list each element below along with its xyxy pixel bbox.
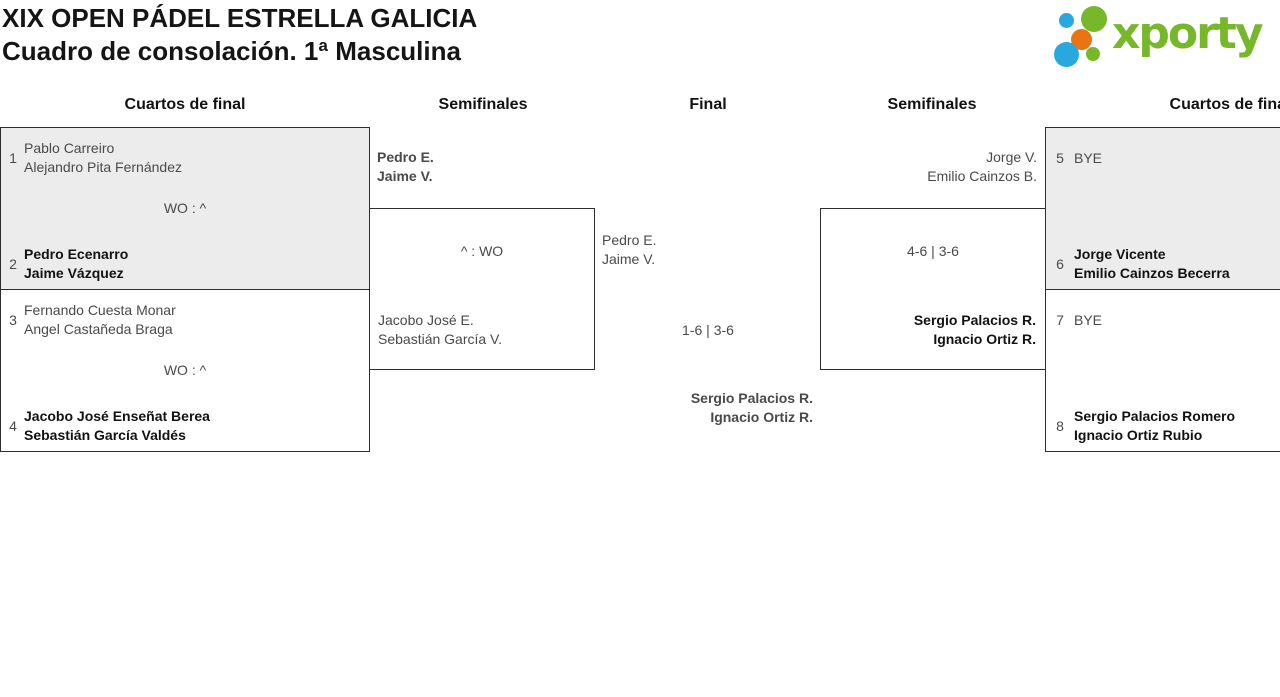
sf-left-team-top: Pedro E. Jaime V. bbox=[377, 148, 434, 186]
qf3-team-bottom: Jorge Vicente Emilio Cainzos Becerra bbox=[1074, 245, 1230, 283]
match-box-sf-left: ^ : WO Jacobo José E. Sebastián García V… bbox=[369, 208, 595, 370]
qf4-team-bottom: Sergio Palacios Romero Ignacio Ortiz Rub… bbox=[1074, 407, 1235, 445]
match-box-sf-right: 4-6 | 3-6 Sergio Palacios R. Ignacio Ort… bbox=[820, 208, 1046, 370]
qf4-team-top: BYE bbox=[1074, 301, 1102, 339]
qf4-team-bottom-player1: Sergio Palacios Romero bbox=[1074, 408, 1236, 424]
round-header-semifinals-left: Semifinales bbox=[438, 96, 528, 113]
match-box-qf3: 5 BYE 6 Jorge Vicente Emilio Cainzos Bec… bbox=[1045, 127, 1280, 290]
match-box-qf1: 1 Pablo Carreiro Alejandro Pita Fernánde… bbox=[0, 127, 370, 290]
qf3-team-bottom-player2: Emilio Cainzos Becerra bbox=[1074, 265, 1230, 281]
sf-left-team-bottom: Jacobo José E. Sebastián García V. bbox=[378, 311, 502, 349]
logo-dot-orange-icon bbox=[1071, 29, 1092, 50]
qf2-team-bottom-player1: Jacobo José Enseñat Berea bbox=[24, 408, 210, 424]
qf2-team-top-player2: Angel Castañeda Braga bbox=[24, 321, 173, 337]
page-title: XIX OPEN PÁDEL ESTRELLA GALICIA Cuadro d… bbox=[2, 2, 477, 68]
sf-left-team-top-player1: Pedro E. bbox=[377, 149, 434, 165]
round-header-semifinals-right: Semifinales bbox=[887, 96, 977, 113]
logo-dot-blue-small-icon bbox=[1059, 13, 1074, 28]
xporty-logo[interactable]: xporty bbox=[1048, 0, 1280, 80]
match-box-qf2: 3 Fernando Cuesta Monar Angel Castañeda … bbox=[0, 289, 370, 452]
qf4-seed-top: 7 bbox=[1056, 312, 1064, 328]
sf-right-score: 4-6 | 3-6 bbox=[907, 243, 959, 259]
qf3-team-top-player1: BYE bbox=[1074, 149, 1103, 166]
qf3-seed-bottom: 6 bbox=[1056, 256, 1064, 272]
round-header-quarterfinals-right: Cuartos de final bbox=[1169, 96, 1280, 113]
sf-right-team-bottom: Sergio Palacios R. Ignacio Ortiz R. bbox=[914, 311, 1036, 349]
final-team-left-player1: Pedro E. bbox=[602, 232, 657, 248]
qf4-team-bottom-player2: Ignacio Ortiz Rubio bbox=[1074, 427, 1203, 443]
sf-left-team-bottom-player2: Sebastián García V. bbox=[378, 331, 503, 347]
qf1-team-bottom-player2: Jaime Vázquez bbox=[24, 265, 124, 281]
qf2-score: WO : ^ bbox=[163, 362, 207, 378]
bracket-subtitle: Cuadro de consolación. 1ª Masculina bbox=[2, 36, 461, 66]
match-box-qf4: 7 BYE 8 Sergio Palacios Romero Ignacio O… bbox=[1045, 289, 1280, 452]
round-header-quarterfinals-left: Cuartos de final bbox=[124, 96, 246, 113]
qf2-team-top: Fernando Cuesta Monar Angel Castañeda Br… bbox=[24, 301, 176, 339]
qf2-team-bottom-player2: Sebastián García Valdés bbox=[24, 427, 186, 443]
qf1-team-top: Pablo Carreiro Alejandro Pita Fernández bbox=[24, 139, 182, 177]
sf-right-team-bottom-player2: Ignacio Ortiz R. bbox=[933, 331, 1036, 347]
qf1-team-bottom: Pedro Ecenarro Jaime Vázquez bbox=[24, 245, 128, 283]
sf-left-team-top-player2: Jaime V. bbox=[377, 168, 433, 184]
final-winner: Sergio Palacios R. Ignacio Ortiz R. bbox=[691, 389, 813, 427]
qf1-seed-top: 1 bbox=[9, 150, 17, 166]
qf4-team-top-player1: BYE bbox=[1074, 311, 1103, 328]
qf1-score: WO : ^ bbox=[163, 200, 207, 216]
sf-right-team-top-player2: Emilio Cainzos B. bbox=[927, 168, 1037, 184]
qf2-seed-bottom: 4 bbox=[9, 418, 17, 434]
final-score: 1-6 | 3-6 bbox=[682, 322, 734, 338]
qf2-seed-top: 3 bbox=[9, 312, 17, 328]
final-team-left-player2: Jaime V. bbox=[602, 251, 656, 267]
qf1-team-bottom-player1: Pedro Ecenarro bbox=[24, 246, 129, 262]
qf2-team-bottom: Jacobo José Enseñat Berea Sebastián Garc… bbox=[24, 407, 210, 445]
qf1-team-top-player1: Pablo Carreiro bbox=[24, 140, 115, 156]
qf2-team-top-player1: Fernando Cuesta Monar bbox=[24, 302, 176, 318]
xporty-wordmark: xporty bbox=[1112, 8, 1264, 59]
final-team-left: Pedro E. Jaime V. bbox=[602, 231, 656, 269]
qf3-team-bottom-player1: Jorge Vicente bbox=[1074, 246, 1166, 262]
sf-right-team-top-player1: Jorge V. bbox=[986, 149, 1037, 165]
sf-left-team-bottom-player1: Jacobo José E. bbox=[378, 312, 474, 328]
qf1-seed-bottom: 2 bbox=[9, 256, 17, 272]
tournament-name: XIX OPEN PÁDEL ESTRELLA GALICIA bbox=[2, 3, 478, 33]
sf-right-team-top: Jorge V. Emilio Cainzos B. bbox=[927, 148, 1037, 186]
round-header-final: Final bbox=[689, 96, 727, 113]
qf4-seed-bottom: 8 bbox=[1056, 418, 1064, 434]
qf3-team-top: BYE bbox=[1074, 139, 1102, 177]
sf-right-team-bottom-player1: Sergio Palacios R. bbox=[913, 312, 1036, 328]
qf1-team-top-player2: Alejandro Pita Fernández bbox=[24, 159, 182, 175]
logo-dot-green-small-icon bbox=[1086, 47, 1100, 61]
final-winner-player1: Sergio Palacios R. bbox=[690, 390, 813, 406]
sf-left-score: ^ : WO bbox=[460, 243, 504, 259]
qf3-seed-top: 5 bbox=[1056, 150, 1064, 166]
final-winner-player2: Ignacio Ortiz R. bbox=[710, 409, 813, 425]
logo-dot-green-large-icon bbox=[1081, 6, 1107, 32]
logo-dot-blue-large-icon bbox=[1054, 42, 1079, 67]
